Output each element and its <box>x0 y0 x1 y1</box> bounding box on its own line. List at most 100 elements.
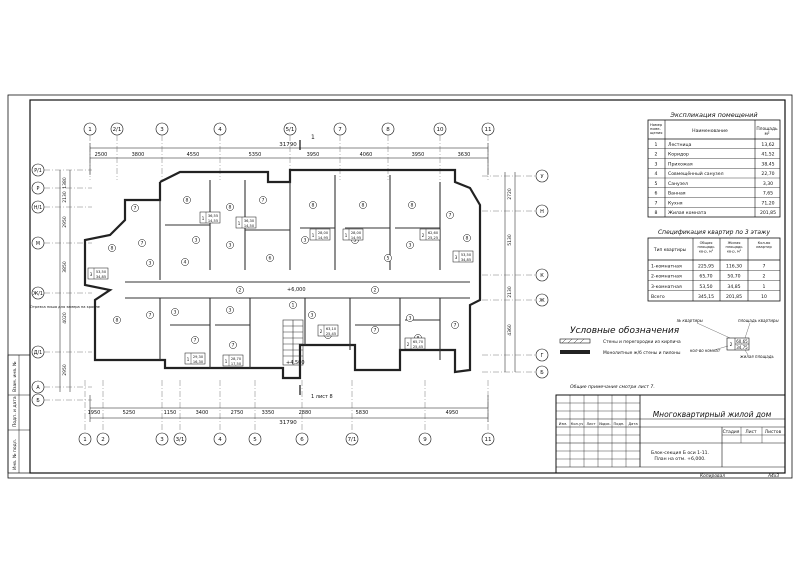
spec-living: 50,70 <box>727 274 740 280</box>
bottom-dim: 2880 <box>299 410 312 416</box>
apartment-tag <box>342 228 364 241</box>
expl-name: Жилая комната <box>668 210 706 216</box>
axis-label: 10 <box>437 127 444 133</box>
apartment-tag <box>87 267 109 280</box>
room-marker <box>406 314 414 322</box>
spec-type: 2-комнатная <box>651 274 682 280</box>
left-dim: 2950 <box>62 216 68 228</box>
building-walls <box>83 168 482 380</box>
axis-bubble <box>535 365 549 379</box>
expl-name: Ванная <box>668 191 686 197</box>
room-number: 3 <box>174 310 177 316</box>
title-block-col: Кол.уч <box>571 422 583 426</box>
tag-total: 29,30 <box>193 355 204 359</box>
note-left: Отрезка ниша для замера на кровле <box>30 305 101 309</box>
axis-bubble <box>155 432 169 446</box>
room-markers: 78878887887333333873377387387122465 <box>108 196 471 349</box>
sheets-header: Листов <box>765 429 782 435</box>
legend-title: Условные обозначения <box>570 326 680 336</box>
dimension-chain-right <box>504 172 516 372</box>
room-marker <box>446 211 454 219</box>
tag-living: 14,95 <box>351 236 361 240</box>
title-block-col: Лист <box>586 422 595 426</box>
expl-num: 3 <box>655 161 658 167</box>
tag-rooms: 3 <box>455 255 458 260</box>
left-dim: 4020 <box>62 312 68 324</box>
axis-bubble <box>535 348 549 362</box>
side-stamp-1: Инв. № подл. <box>12 439 18 470</box>
axis-bubble <box>535 204 549 218</box>
axis-bubble <box>155 122 169 136</box>
axis-label: У <box>540 174 543 180</box>
expl-name: Лестница <box>668 142 692 148</box>
bottom-dim: 5250 <box>123 410 136 416</box>
spec-living: 34,85 <box>727 284 740 290</box>
top-dim: 4550 <box>187 152 200 158</box>
tag-living: 14,95 <box>318 236 328 240</box>
room-number: 3 <box>409 316 412 322</box>
apartment-tag <box>317 324 339 337</box>
expl-name: Коридор <box>668 152 689 158</box>
axis-label: 5/1 <box>286 127 295 133</box>
axis-bubble <box>481 432 495 446</box>
expl-num: 7 <box>655 200 658 206</box>
room-number: 8 <box>111 246 114 252</box>
tag-rooms: 1 <box>187 357 190 362</box>
room-number: 7 <box>134 206 137 212</box>
expl-area: 22,70 <box>761 171 774 177</box>
bottom-dim: 1950 <box>88 410 101 416</box>
room-number: 8 <box>362 203 365 209</box>
dimension-chain-bottom <box>89 395 489 422</box>
side-stamp-3: Взам. инв. № <box>12 361 18 392</box>
axis-label: Н/1 <box>34 205 42 211</box>
level-mark-1: +6,000 <box>287 287 306 293</box>
left-dim: 1380 <box>62 177 68 189</box>
spec-living: 201,85 <box>726 294 742 300</box>
expl-area: 201,85 <box>760 210 776 216</box>
axis-label: Р/1 <box>34 168 42 174</box>
axis-bubble <box>345 432 359 446</box>
room-marker <box>146 259 154 267</box>
room-number: 7 <box>374 328 377 334</box>
legend-brick-swatch <box>559 338 591 344</box>
room-marker <box>181 258 189 266</box>
expl-name: Прихожая <box>668 161 693 167</box>
tag-total: 53,50 <box>461 253 472 257</box>
side-stamp: Инв. № подл. Подп. и дата Взам. инв. № <box>7 354 31 474</box>
room-marker <box>192 236 200 244</box>
room-number: 8 <box>116 318 119 324</box>
tag-total: 65,70 <box>413 340 424 344</box>
axis-label: 2/1 <box>113 127 122 133</box>
spec-count: 1 <box>763 284 766 290</box>
room-number: 3 <box>311 313 314 319</box>
axis-label: Р <box>37 186 40 192</box>
room-marker <box>183 196 191 204</box>
spec-count: 2 <box>763 274 766 280</box>
top-total-dim: 31790 <box>279 142 297 148</box>
axis-bubble <box>535 293 549 307</box>
axis-bubble <box>418 432 432 446</box>
section-mark-bottom: 1 лист 8 <box>311 394 333 400</box>
spec-count: 7 <box>763 263 766 269</box>
axis-bubble <box>283 122 297 136</box>
tag-total: 62,60 <box>428 231 439 235</box>
room-number: 3 <box>409 243 412 249</box>
project-name: Многоквартирный жилой дом <box>653 410 772 419</box>
room-number: 6 <box>269 256 272 262</box>
apartment-tag <box>309 228 331 241</box>
expl-area: 3,30 <box>763 181 773 187</box>
tag-total: 28,00 <box>351 231 362 235</box>
stage-header: Стадия <box>723 429 740 435</box>
specification-title: Спецификация квартир по 3 этажу <box>658 229 770 236</box>
apartment-tag <box>452 250 474 263</box>
axis-label: 11 <box>485 127 492 133</box>
side-stamp-2: Подп. и дата <box>12 396 18 427</box>
tag-rooms: 2 <box>407 342 410 347</box>
spec-type: Всего <box>651 294 665 300</box>
apartment-tag <box>235 216 257 229</box>
